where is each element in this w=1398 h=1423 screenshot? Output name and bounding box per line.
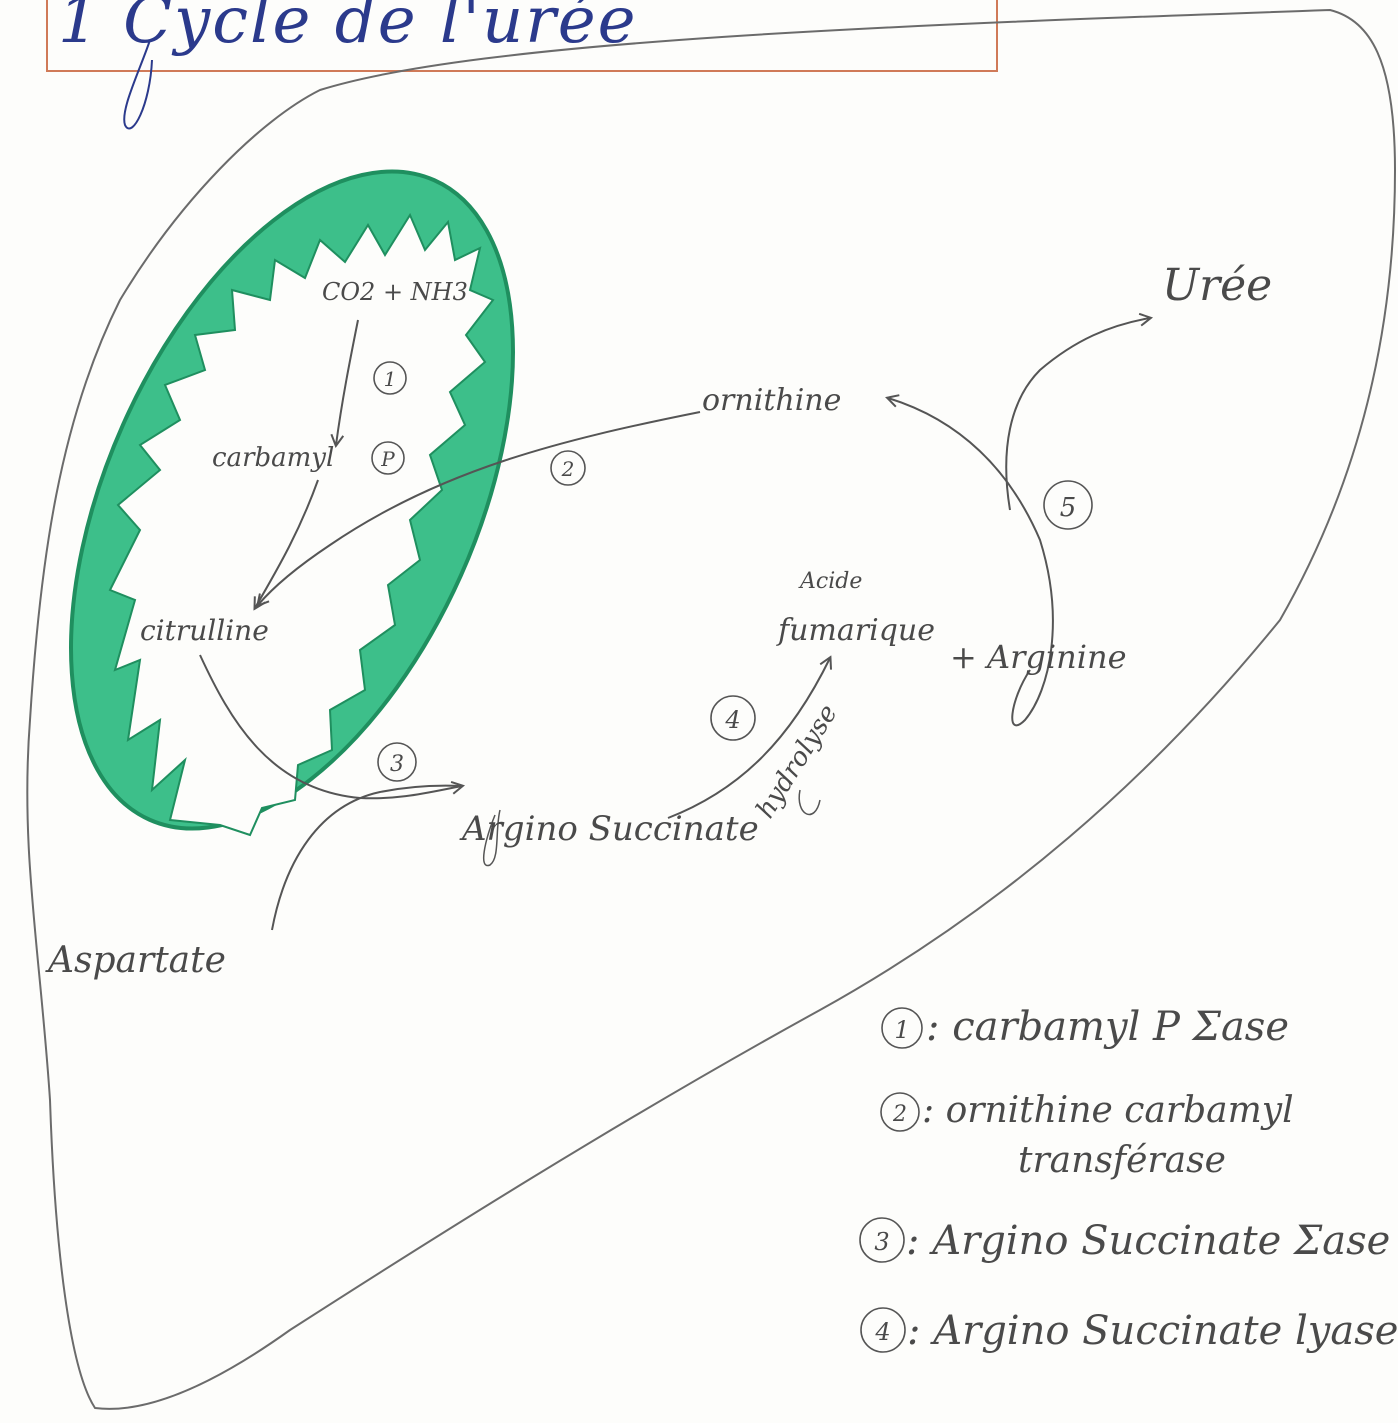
reactants-label: CO2 + NH3: [322, 278, 468, 306]
arginine-label: + Arginine: [950, 638, 1127, 676]
step-5: 5: [1044, 481, 1092, 529]
svg-text:5: 5: [1060, 493, 1077, 523]
legend-item-1: 1 : carbamyl P Σase: [882, 1004, 1289, 1050]
legend-item-3: 3 : Argino Succinate Σase: [860, 1218, 1390, 1264]
hydrolyse-tail: [799, 790, 820, 814]
svg-text:1: 1: [894, 1016, 909, 1044]
ornithine-label: ornithine: [702, 383, 841, 418]
citrulline-label: citrulline: [140, 614, 269, 647]
svg-text:4: 4: [724, 706, 740, 734]
mitochondria: [0, 105, 603, 895]
step-2: 2: [551, 451, 585, 485]
svg-text:3: 3: [390, 752, 404, 777]
step-3: 3: [378, 743, 416, 781]
svg-text:P: P: [380, 447, 395, 471]
svg-text:4: 4: [874, 1318, 890, 1346]
aspartate-label: Aspartate: [45, 940, 226, 981]
step-4: 4: [711, 696, 755, 740]
title-tail: [124, 40, 152, 129]
arrow-aspartate-to-argino: [272, 786, 462, 930]
legend-item-2b: transférase: [1018, 1140, 1226, 1181]
legend-item-4: 4 : Argino Succinate lyase: [861, 1308, 1398, 1354]
svg-text:: Argino Succinate Σase: : Argino Succinate Σase: [906, 1218, 1390, 1264]
legend-item-2: 2 : ornithine carbamyl: [881, 1090, 1294, 1131]
svg-text:2: 2: [892, 1102, 907, 1127]
svg-text:3: 3: [874, 1228, 889, 1256]
svg-text:2: 2: [561, 457, 575, 481]
svg-text:transférase: transférase: [1018, 1140, 1226, 1181]
svg-text:: Argino Succinate lyase: : Argino Succinate lyase: [907, 1308, 1398, 1354]
svg-text:: ornithine carbamyl: : ornithine carbamyl: [922, 1090, 1294, 1131]
svg-text:: carbamyl P Σase: : carbamyl P Σase: [926, 1004, 1289, 1050]
svg-text:1: 1: [384, 367, 397, 391]
uree-label: Urée: [1162, 260, 1272, 311]
arrow-to-uree: [1006, 318, 1150, 510]
legend: 1 : carbamyl P Σase 2 : ornithine carbam…: [860, 1004, 1398, 1354]
hydrolyse-label: hydrolyse: [750, 699, 843, 823]
arrow-arginine-loop: [888, 398, 1053, 725]
argino-succinate-label: Argino Succinate: [459, 809, 759, 849]
acide-label: Acide: [798, 569, 862, 594]
carbamyl-label: carbamyl: [212, 443, 334, 473]
fumarique-label: fumarique: [776, 613, 935, 648]
